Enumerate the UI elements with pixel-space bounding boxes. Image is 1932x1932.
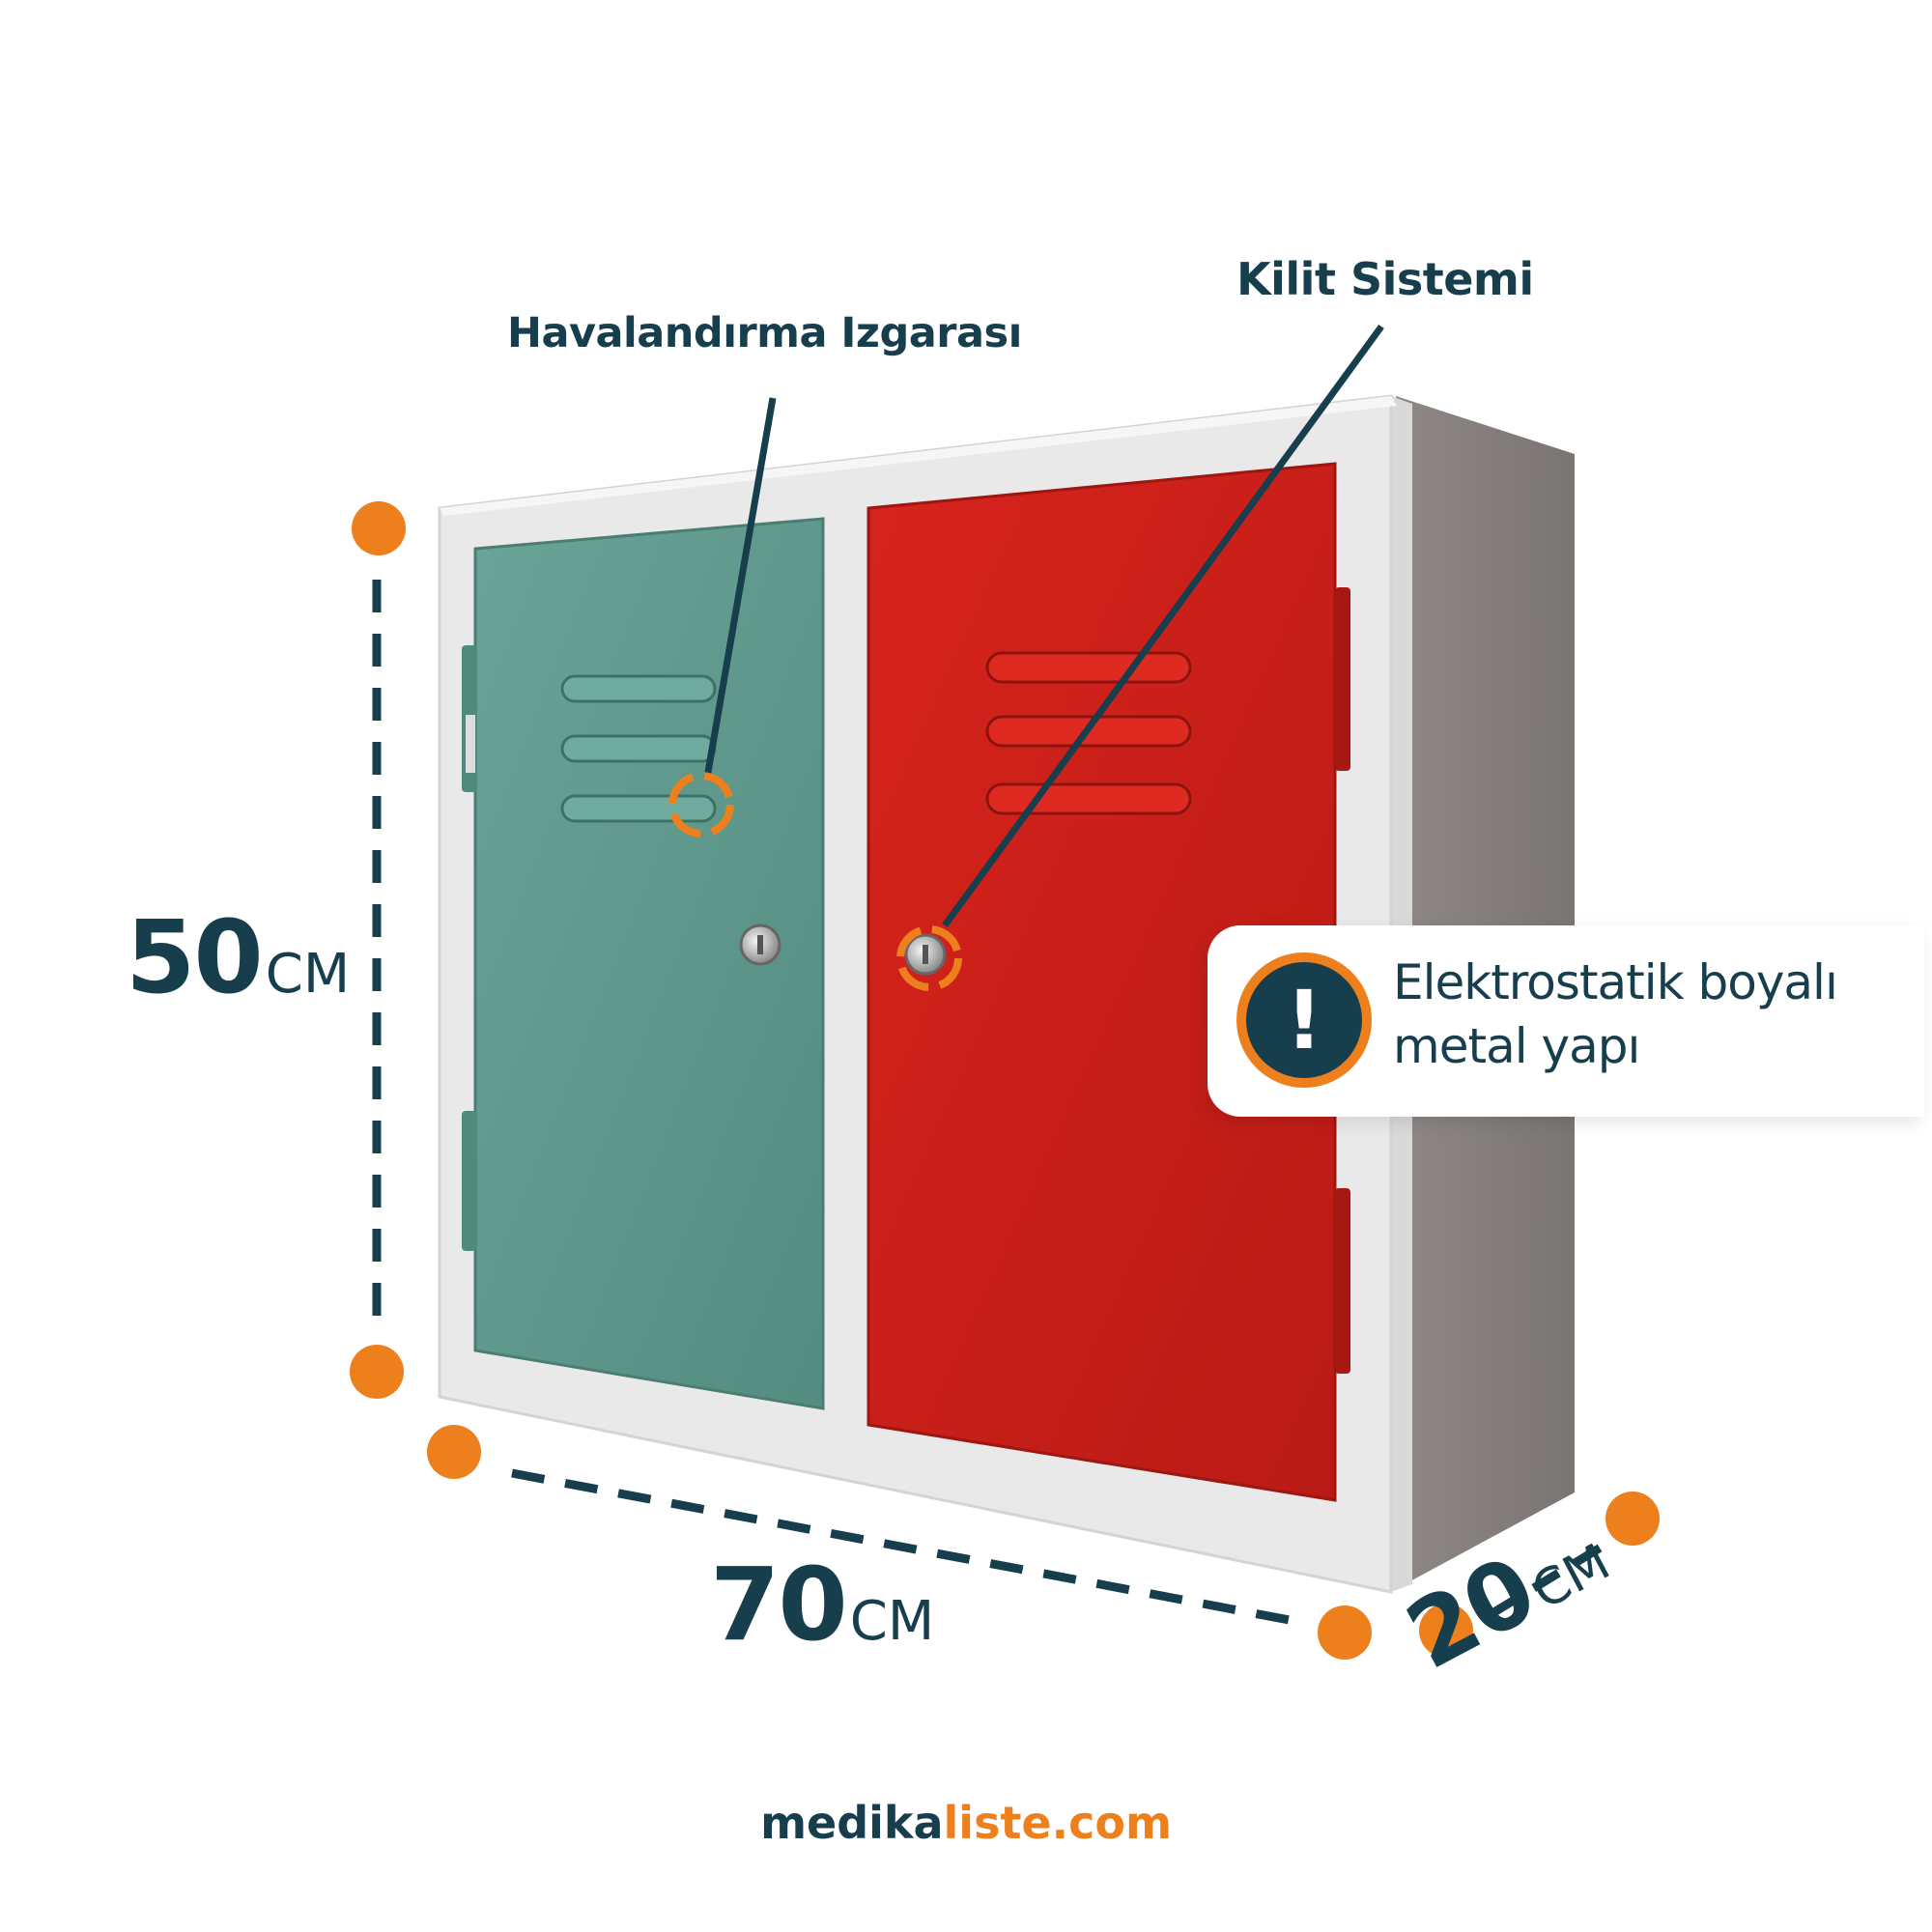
- height-dimension-line: [350, 501, 406, 1399]
- depth-dimension-line: [1419, 1492, 1660, 1658]
- height-dimension-label: 50CM: [126, 898, 350, 1016]
- feature-badge-text: Elektrostatik boyalı metal yapı: [1393, 951, 1915, 1078]
- callout-target-ring: [668, 772, 734, 838]
- lock-system-label: Kilit Sistemi: [1236, 253, 1534, 305]
- callout-line-lock: [942, 324, 1384, 928]
- vent-grille-green: [560, 674, 717, 823]
- callout-line-ventilation: [703, 397, 777, 779]
- lock-icon[interactable]: [904, 933, 947, 976]
- hinge-icon: [1335, 587, 1350, 1374]
- brand-logo-part2: liste.com: [943, 1797, 1172, 1849]
- height-unit: CM: [265, 943, 351, 1006]
- callout-target-ring: [896, 925, 962, 991]
- feature-line-2: metal yapı: [1393, 1018, 1640, 1074]
- exclamation-icon: !: [1236, 952, 1372, 1088]
- width-value: 70: [710, 1546, 848, 1663]
- feature-badge: ! Elektrostatik boyalı metal yapı: [1208, 925, 1924, 1117]
- lock-icon[interactable]: [739, 923, 781, 966]
- width-unit: CM: [849, 1590, 935, 1653]
- hinge-icon: [462, 645, 477, 1251]
- height-value: 50: [126, 898, 264, 1016]
- brand-logo-part1: medika: [760, 1797, 944, 1849]
- cabinet: [438, 394, 1575, 1594]
- red-locker-door[interactable]: [867, 462, 1337, 1502]
- width-dimension-label: 70CM: [710, 1546, 934, 1663]
- ventilation-grille-label: Havalandırma Izgarası: [507, 309, 1022, 357]
- brand-logo: medikaliste.com: [0, 1797, 1932, 1849]
- green-locker-door[interactable]: [473, 517, 825, 1410]
- width-dimension-line: [427, 1425, 1372, 1660]
- feature-line-1: Elektrostatik boyalı: [1393, 954, 1838, 1010]
- vent-grille-red: [985, 651, 1192, 815]
